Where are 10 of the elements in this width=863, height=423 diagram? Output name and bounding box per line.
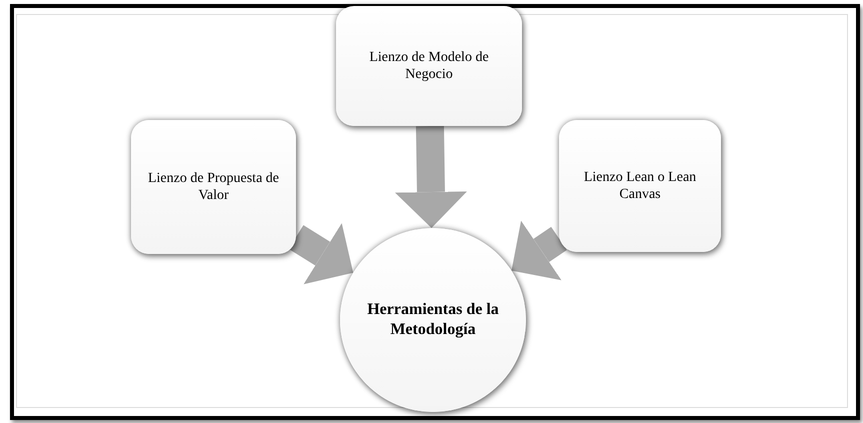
block-arrow [394,126,467,228]
block-arrow [288,223,354,284]
node-label: Lienzo de Modelo de Negocio [368,48,490,84]
node-label: Lienzo Lean o Lean Canvas [582,168,698,204]
block-arrow [512,220,567,280]
node-label: Herramientas de la Metodología [366,300,500,340]
rounded-box [336,6,522,126]
rounded-box [131,120,296,254]
node-label: Lienzo de Propuesta de Valor [146,170,280,204]
rounded-box [559,120,721,252]
